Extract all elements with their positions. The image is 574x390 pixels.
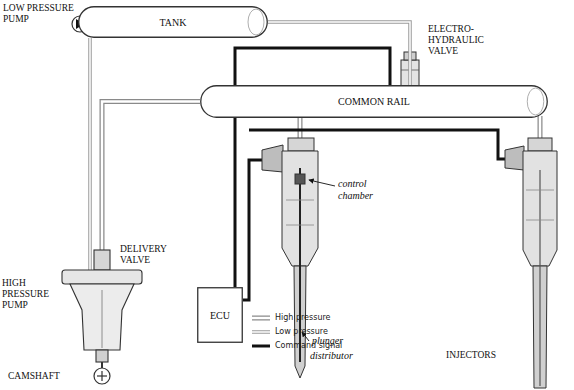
box-outline [198,288,243,343]
injector-drawing [505,138,557,388]
component-label: CAMSHAFT [8,371,88,382]
vessel-outline [79,7,268,38]
signal-wire [235,48,390,287]
pump-body [70,284,134,350]
component-label: ELECTRO-HYDRAULIC VALVE [428,24,492,57]
common-rail: COMMON RAIL [200,85,548,118]
vessel-outline [201,86,548,118]
delivery-valve [94,250,110,270]
legend-text: Low pressure [275,327,328,337]
pipe-bore [268,22,410,85]
pump-flange [62,270,142,284]
swatch-line [252,331,270,333]
callout-label: distributor [310,350,380,362]
node-label: TANK [160,17,187,28]
swatch-line [252,316,270,321]
component-label: INJECTORS [446,350,516,361]
pump-axis [102,290,103,348]
legend-text: High pressure [275,313,330,323]
command-line [235,48,390,287]
tank-vessel: TANK [78,6,268,38]
pipe-wall [268,22,410,85]
legend-swatch [251,313,271,323]
swatch-line [252,330,270,334]
pipe-wall [88,38,92,270]
high-pressure-pump: HIGH PRESSURE PUMP [62,250,142,362]
node-outline [62,250,142,362]
pump-plunger [96,350,108,362]
low-pressure-line [268,22,410,85]
pipe-bore [102,102,200,251]
ecu-box: ECU [197,287,243,343]
command-wire [243,130,506,300]
pipe-bore [89,38,91,270]
swatch-line [252,317,270,320]
high-pressure-line [102,102,200,251]
swatch-line [252,345,270,348]
component-label: HIGH PRESSURE PUMP [2,278,60,311]
legend-text: Command signal [275,341,342,351]
vessel-end [248,9,264,35]
legend-swatch [251,341,271,351]
node-label: COMMON RAIL [338,96,410,107]
pump-drawing [62,250,142,362]
low-pressure-line [90,38,91,270]
legend-swatch [251,327,271,337]
pipe-wall [102,102,200,251]
camshaft-symbol [94,362,110,384]
vessel-end [527,88,544,115]
high-pressure-pipe [300,116,540,140]
component-label: LOW PRESSURE PUMP [3,3,77,25]
callout-label: control chamber [338,178,398,201]
component-label: DELIVERY VALVE [120,244,180,266]
node-label: ECU [210,310,230,321]
